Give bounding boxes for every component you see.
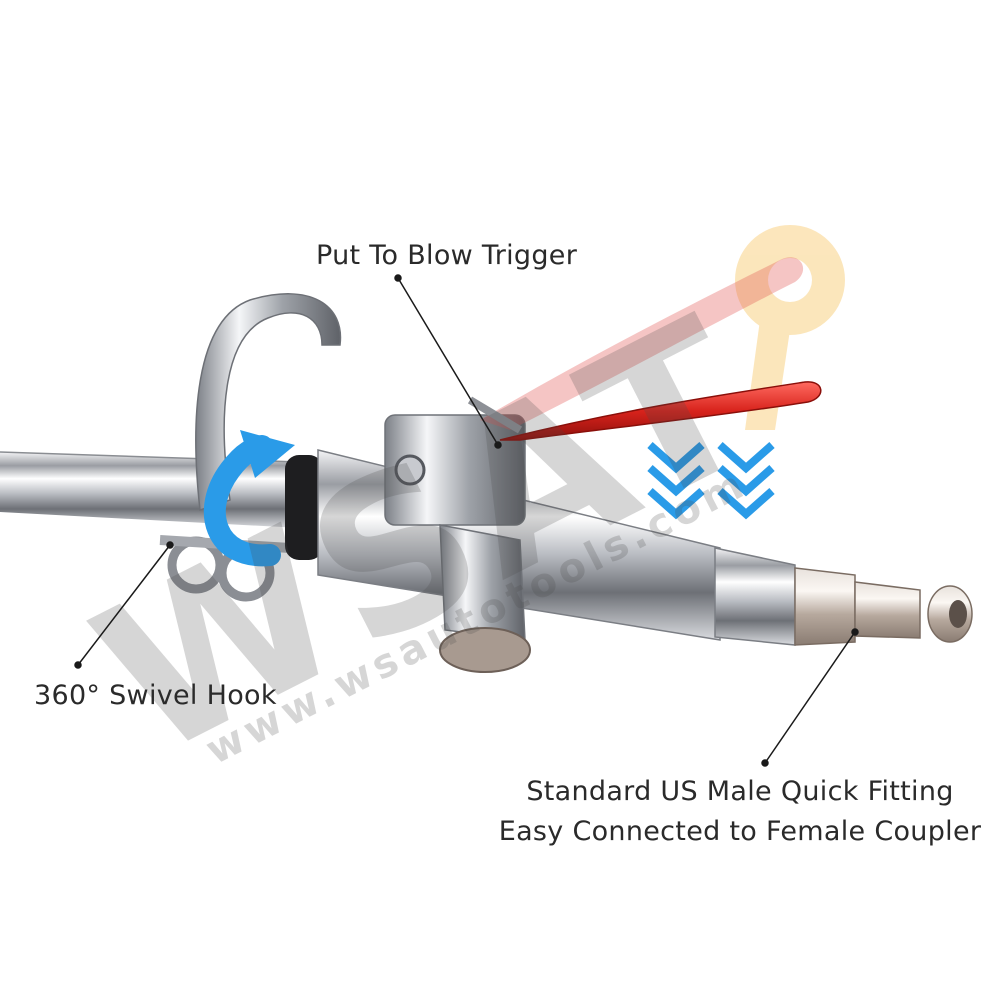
o-ring (285, 455, 323, 560)
trigger-callout-label: Put To Blow Trigger (316, 240, 578, 271)
swivel-arrow-icon (203, 430, 295, 567)
quick-fitting (714, 547, 973, 646)
trigger-lever (467, 257, 822, 441)
brand-watermark: WSAT www.wsautotools.com (61, 270, 793, 804)
hook-callout-label: 360° Swivel Hook (34, 680, 277, 711)
down-chevrons-icon (647, 442, 775, 520)
fitting-callout-label: Standard US Male Quick Fitting Easy Conn… (480, 772, 1000, 852)
fitting-callout-line1: Standard US Male Quick Fitting (526, 776, 954, 807)
gun-body (317, 414, 721, 673)
callout-leaders (74, 274, 859, 767)
fitting-callout-line2: Easy Connected to Female Coupler (498, 816, 982, 847)
